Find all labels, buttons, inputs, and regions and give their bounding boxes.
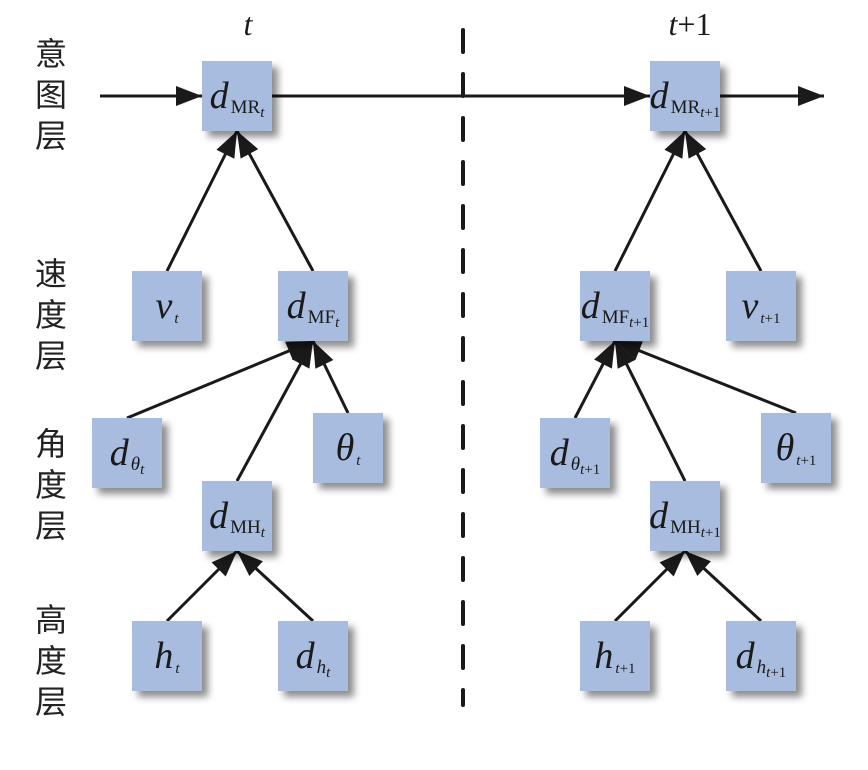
layer-label-angle: 角度层: [34, 425, 67, 545]
arrowhead-icon: [285, 341, 313, 361]
layer-label-speed: 速度层: [34, 255, 67, 375]
arrowhead-icon: [216, 131, 237, 159]
node-symbol: v: [155, 285, 173, 327]
node-subscript: θt: [130, 454, 145, 478]
node-subscript: MRt: [230, 97, 265, 121]
time-label-t: t: [243, 6, 253, 42]
node-subscript: ht+1: [756, 657, 787, 681]
node-subscript: MFt+1: [601, 307, 650, 331]
node-subscript: MFt: [307, 307, 340, 331]
node-symbol: v: [741, 285, 759, 327]
arrowhead-icon: [624, 86, 650, 106]
node-subscript: t+1: [796, 453, 817, 469]
arrowhead-icon: [313, 341, 334, 369]
node-subscript: t: [175, 661, 180, 677]
time-label-t-plus-1: t+1: [668, 6, 712, 42]
edges-group: [100, 86, 824, 623]
edge-th_t1-to-mf_t1: [614, 339, 797, 415]
edge-mf_t-to-mr_t: [235, 130, 315, 272]
arrowhead-icon: [291, 341, 313, 369]
node-subscript: θt+1: [570, 454, 601, 478]
arrowhead-icon: [237, 551, 263, 576]
arrowhead-icon: [176, 86, 202, 106]
node-symbol: d: [286, 285, 306, 327]
node-subscript: MRt+1: [670, 97, 721, 121]
node-symbol: θ: [335, 427, 355, 469]
arrowhead-icon: [237, 131, 259, 159]
node-subscript: MHt+1: [670, 517, 721, 541]
node-subscript: t+1: [760, 311, 781, 327]
node-subscript: t+1: [615, 661, 636, 677]
node-subscript: MHt: [230, 517, 265, 541]
node-symbol: d: [549, 432, 569, 474]
arrowhead-icon: [211, 551, 237, 577]
node-symbol: d: [649, 75, 669, 117]
arrowhead-icon: [615, 341, 643, 360]
node-symbol: d: [209, 495, 229, 537]
node-symbol: d: [649, 495, 669, 537]
node-subscript: ht: [316, 657, 331, 681]
node-symbol: d: [209, 75, 229, 117]
edge-dth_t-to-mf_t: [126, 339, 314, 420]
node-symbol: h: [594, 635, 614, 677]
arrowhead-icon: [594, 341, 615, 369]
arrowhead-icon: [685, 131, 707, 159]
node-symbol: d: [580, 285, 600, 327]
node-symbol: θ: [775, 427, 795, 469]
arrowhead-icon: [798, 86, 824, 106]
edge-v_t-to-mr_t: [165, 130, 239, 272]
node-symbol: h: [154, 635, 174, 677]
edge-mh_t1-to-mf_t1: [613, 340, 687, 482]
edge-mh_t-to-mf_t: [235, 340, 315, 482]
node-subscript: t: [356, 453, 361, 469]
edge-mf_t1-to-mr_t1: [613, 130, 687, 272]
node-symbol: d: [109, 432, 129, 474]
node-subscript: t: [174, 311, 179, 327]
layer-label-height: 高度层: [34, 601, 67, 721]
layer-label-intent: 意图层: [34, 35, 67, 155]
arrowhead-icon: [659, 551, 685, 577]
edge-v_t1-to-mr_t1: [683, 130, 763, 272]
arrowhead-icon: [664, 131, 685, 159]
node-symbol: d: [295, 635, 315, 677]
node-symbol: d: [735, 635, 755, 677]
arrowhead-icon: [615, 341, 636, 369]
arrowhead-icon: [685, 551, 711, 576]
